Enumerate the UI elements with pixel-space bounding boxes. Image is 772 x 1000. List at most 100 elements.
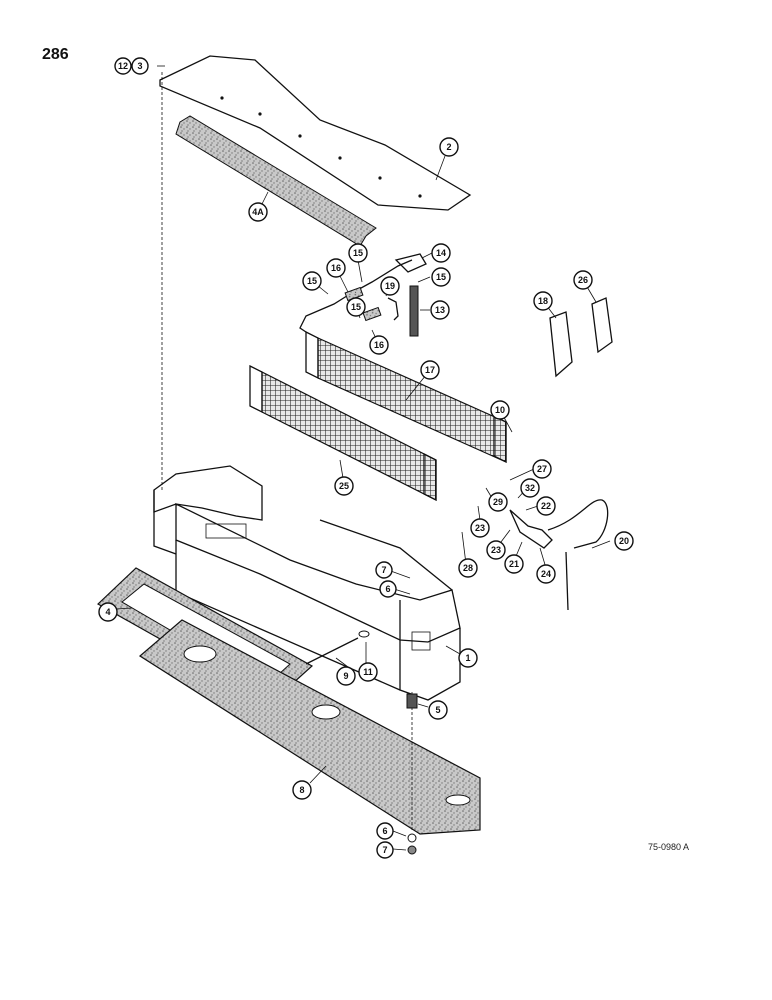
callout-label: 17 [425,365,435,375]
callout-11: 11 [358,662,378,682]
bracket-18 [549,311,573,378]
callout-label: 29 [493,497,503,507]
callout-7: 7 [376,841,394,859]
callout-label: 4 [105,607,110,617]
callout-label: 16 [374,340,384,350]
callout-label: 15 [436,272,446,282]
callout-label: 11 [363,667,373,677]
callout-label: 13 [435,305,445,315]
callout-label: 3 [137,61,142,71]
callout-label: 20 [619,536,629,546]
callout-label: 19 [385,281,395,291]
callout-label: 23 [475,523,485,533]
callout-label: 15 [351,302,361,312]
callout-23: 23 [470,518,490,538]
bracket-26 [591,297,613,354]
foam-strip [175,115,377,247]
callout-24: 24 [536,564,556,584]
drain-fitting-5 [406,693,418,709]
callout-28: 28 [458,558,478,578]
callout-label: 6 [385,584,390,594]
callout-1: 1 [458,648,478,668]
callout-23: 23 [486,540,506,560]
callout-10: 10 [490,400,510,420]
callout-label: 27 [537,464,547,474]
callout-label: 24 [541,569,551,579]
callout-label: 32 [525,483,535,493]
callout-25: 25 [334,476,354,496]
callout-6: 6 [379,580,397,598]
callout-15: 15 [348,243,368,263]
callout-32: 32 [520,478,540,498]
callout-16: 16 [326,258,346,278]
callout-label: 15 [353,248,363,258]
callout-label: 12 [118,61,128,71]
callout-label: 2 [446,142,451,152]
tee-fitting [394,253,427,273]
thermostat-bulb [565,551,569,611]
callout-label: 22 [541,501,551,511]
callout-15: 15 [346,297,366,317]
callout-20: 20 [614,531,634,551]
callout-label: 16 [331,263,341,273]
callout-13: 13 [430,300,450,320]
expansion-valve [509,509,553,549]
plate-slot [445,794,471,806]
callout-12: 12 [114,57,132,75]
callout-18: 18 [533,291,553,311]
callout-15: 15 [431,267,451,287]
callout-label: 18 [538,296,548,306]
callout-label: 9 [343,671,348,681]
plate-hole [183,645,217,663]
top-cover-plate [159,55,472,211]
callout-4a: 4A [248,202,268,222]
callout-17: 17 [420,360,440,380]
callout-label: 7 [382,845,387,855]
callout-4: 4 [98,602,118,622]
tube-assembly [299,259,413,333]
callout-14: 14 [431,243,451,263]
callout-27: 27 [532,459,552,479]
plate-hole [311,704,341,720]
callout-label: 6 [382,826,387,836]
callout-16: 16 [369,335,389,355]
callout-label: 7 [381,565,386,575]
callout-15: 15 [302,271,322,291]
callout-label: 21 [509,559,519,569]
callout-19: 19 [380,276,400,296]
hose [362,306,382,322]
callout-label: 15 [307,276,317,286]
callout-29: 29 [488,492,508,512]
callout-6: 6 [376,822,394,840]
callout-label: 5 [435,705,440,715]
callout-22: 22 [536,496,556,516]
nut-7 [407,845,417,855]
callout-9: 9 [336,666,356,686]
callout-label: 14 [436,248,446,258]
washer-6 [407,833,417,843]
elbow-19 [387,297,399,321]
callout-label: 1 [465,653,470,663]
tube-13 [409,285,419,337]
capillary-tube [547,499,609,549]
callout-5: 5 [428,700,448,720]
callout-label: 23 [491,545,501,555]
washer-11 [358,630,370,638]
callout-3: 3 [131,57,149,75]
callout-label: 25 [339,481,349,491]
callout-2: 2 [439,137,459,157]
drawing-code: 75-0980 A [648,842,690,852]
condenser-coil-front [249,364,437,502]
condenser-coil-rear [305,330,507,464]
bottom-plate [138,619,481,835]
callout-26: 26 [573,270,593,290]
page-number: 286 [42,46,69,63]
callout-label: 10 [495,405,505,415]
callout-label: 8 [299,785,304,795]
callout-21: 21 [504,554,524,574]
callout-label: 26 [578,275,588,285]
bolt-9 [305,637,359,665]
callout-label: 4A [252,207,264,217]
callout-8: 8 [292,780,312,800]
